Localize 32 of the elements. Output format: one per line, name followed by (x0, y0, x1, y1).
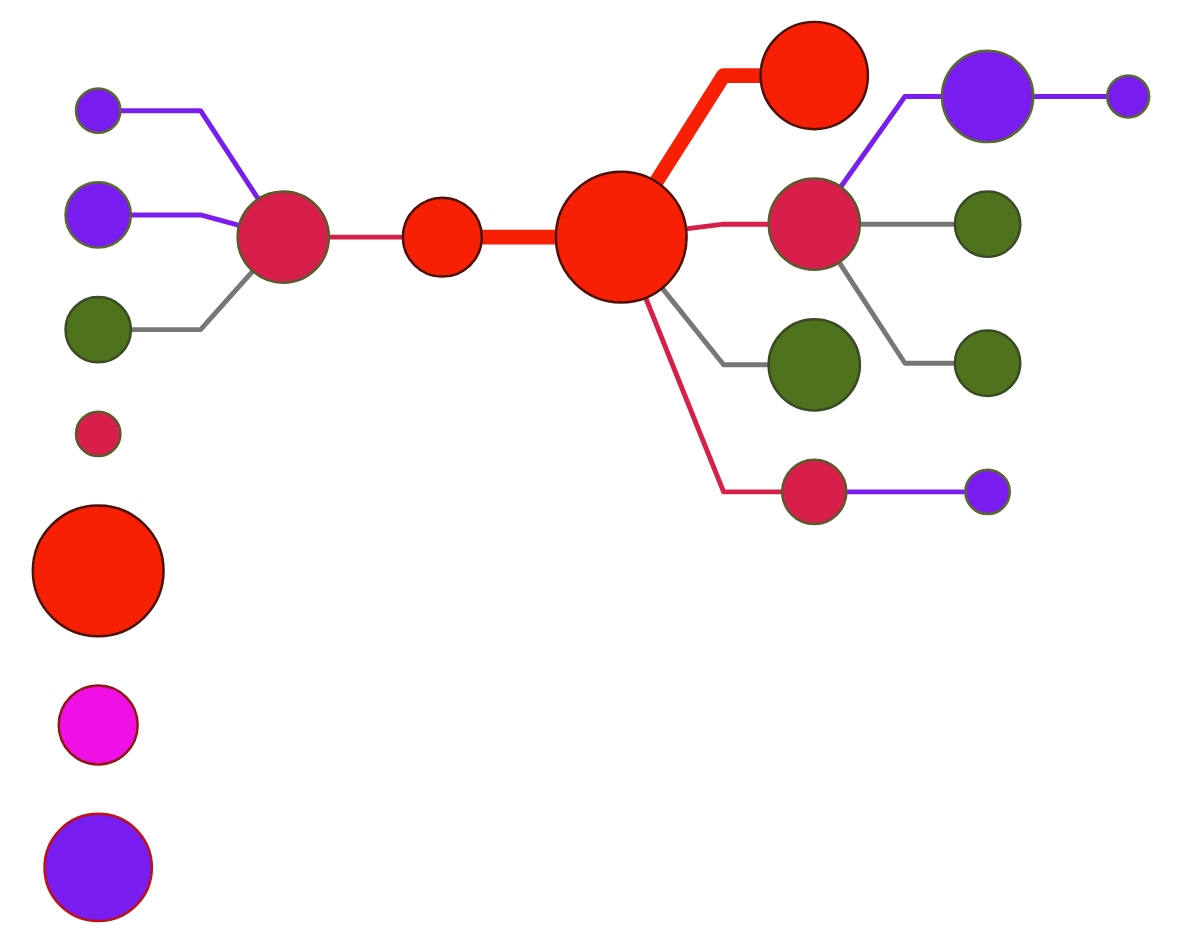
graph-node-circle (31, 504, 165, 638)
connector-line (685, 221, 769, 232)
graph-node-circle (964, 468, 1012, 516)
connector-line (846, 489, 966, 495)
graph-node-circle (43, 812, 154, 923)
connector-line (660, 286, 769, 368)
connector-line (130, 269, 255, 333)
connector-line (328, 234, 403, 240)
graph-node-circle (74, 410, 122, 458)
graph-node-circle (759, 20, 870, 131)
connector-line (859, 221, 955, 227)
graph-node-circle (57, 684, 139, 766)
graph-node-circle (64, 295, 133, 364)
graph-node-circle (401, 196, 484, 278)
graph-node-circle (767, 317, 862, 412)
graph-node-circle (74, 87, 122, 135)
connector-line (838, 94, 942, 189)
connector-line (130, 212, 240, 228)
connector-line (643, 296, 783, 495)
connector-line (837, 261, 955, 366)
connector-line (481, 229, 556, 245)
connector-line (120, 108, 261, 201)
graph-node-circle (236, 190, 331, 284)
graph-node-circle (767, 177, 862, 272)
graph-node-circle (953, 329, 1022, 398)
graph-node-circle (554, 170, 688, 304)
graph-node-circle (953, 190, 1022, 259)
connector-line (1033, 94, 1108, 99)
graph-node-circle (780, 458, 848, 526)
graph-node-circle (1106, 74, 1151, 119)
graph-node-circle (64, 181, 133, 249)
graph-node-circle (940, 49, 1035, 144)
